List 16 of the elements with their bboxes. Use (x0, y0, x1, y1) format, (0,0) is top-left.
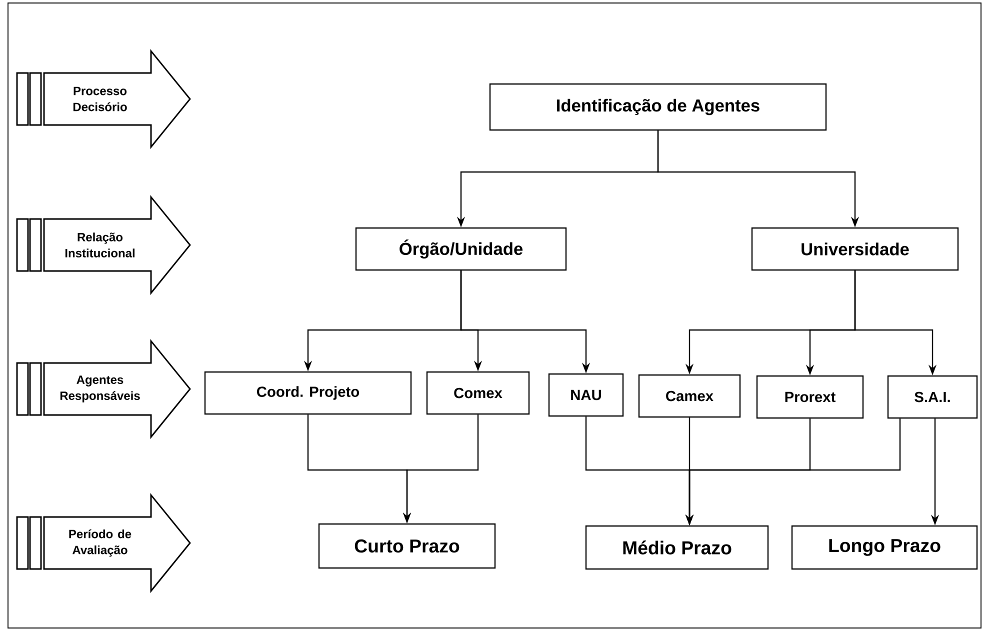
text-box: Curto Prazo (318, 523, 496, 569)
text-box: Prorext (756, 375, 864, 419)
text-box: Universidade (751, 227, 959, 271)
text-box: Médio Prazo (585, 525, 769, 570)
text-box: Coord. Projeto (204, 371, 412, 415)
text-box: Longo Prazo (791, 525, 978, 570)
text-box: Comex (426, 371, 530, 415)
arrow-label: Agentes Responsáveis (16, 338, 191, 440)
arrow-label: Período de Avaliação (16, 492, 191, 594)
text-box: Camex (638, 374, 741, 418)
arrow-label: Processo Decisório (16, 48, 191, 150)
text-box: NAU (548, 373, 624, 417)
text-box: S.A.I. (887, 375, 978, 419)
text-box: Identificação de Agentes (489, 83, 827, 131)
arrow-label: Relação Institucional (16, 194, 191, 296)
text-box: Órgão/Unidade (355, 227, 567, 271)
